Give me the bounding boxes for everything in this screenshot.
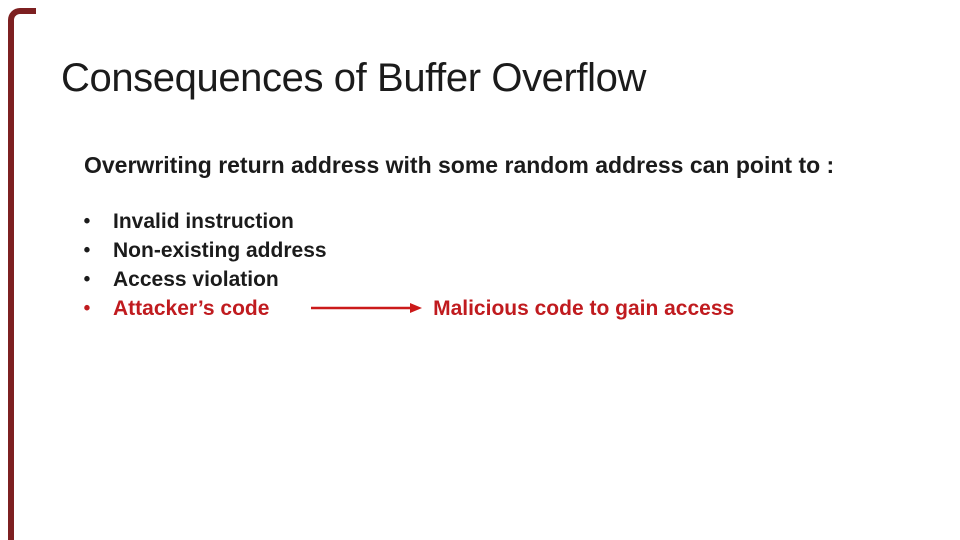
list-item: • Access violation [80, 265, 734, 294]
bullet-text: Attacker’s code [113, 297, 270, 320]
slide-title: Consequences of Buffer Overflow [61, 56, 646, 100]
callout-text: Malicious code to gain access [433, 297, 735, 320]
right-arrow-icon [311, 302, 423, 313]
bullet-text: Non-existing address [113, 239, 327, 262]
bullet-text: Invalid instruction [113, 210, 294, 233]
slide-subtitle: Overwriting return address with some ran… [84, 152, 835, 178]
bullet-icon: • [83, 269, 91, 290]
slide-border-accent [8, 8, 36, 540]
list-item: • Attacker’s code Malicious code to gain… [80, 294, 735, 323]
list-item: • Non-existing address [80, 236, 734, 265]
bullet-icon: • [83, 240, 91, 261]
bullet-list: • Invalid instruction • Non-existing add… [80, 207, 735, 323]
bullet-icon: • [83, 211, 91, 232]
list-item: • Invalid instruction [80, 207, 734, 236]
bullet-text: Access violation [113, 268, 279, 291]
bullet-icon: • [83, 298, 91, 319]
